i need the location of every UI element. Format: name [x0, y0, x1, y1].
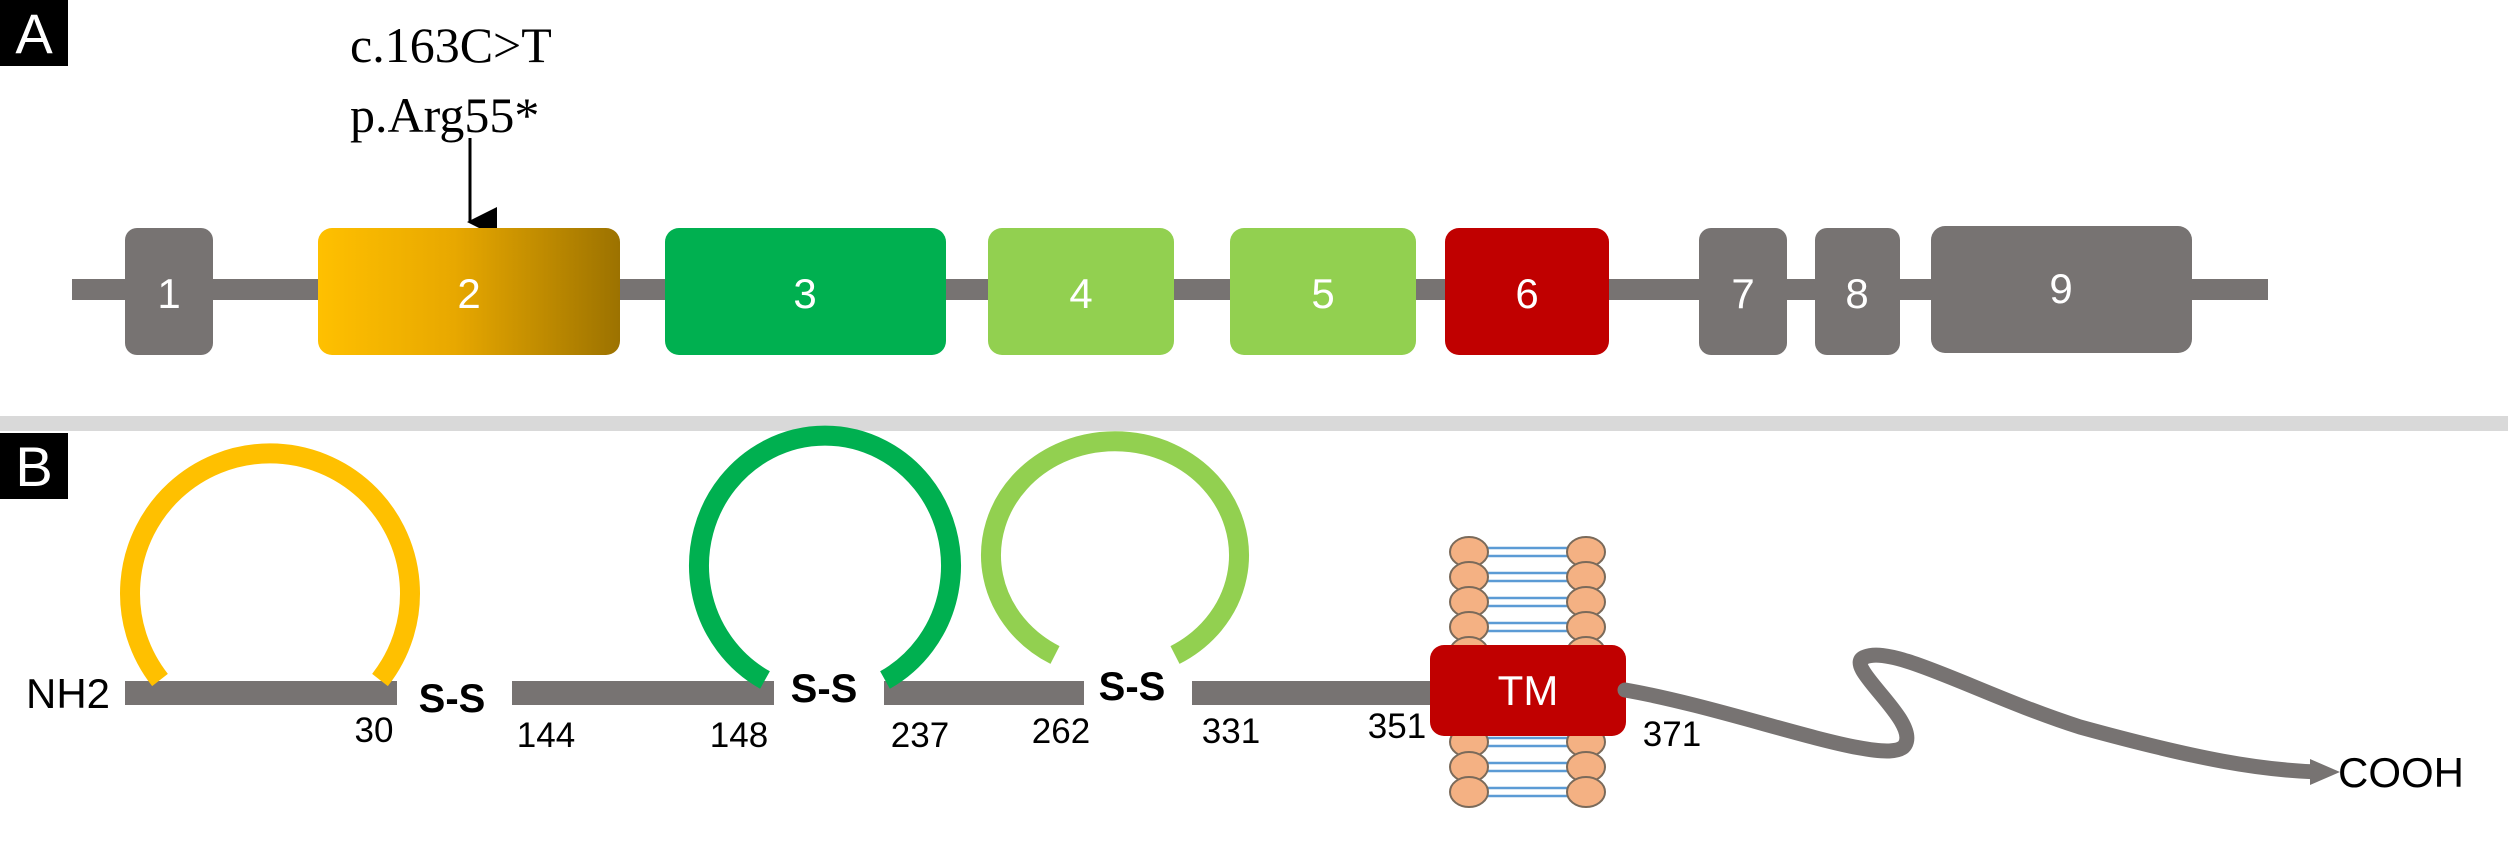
disulfide-loop-1: [120, 443, 420, 687]
exon-box: [1445, 228, 1609, 355]
exon-7: 7: [1699, 228, 1787, 355]
residue-label-237: 237: [891, 716, 949, 755]
exon-2: 2: [318, 228, 620, 355]
transmembrane-label: TM: [1498, 667, 1559, 714]
residue-label-331: 331: [1202, 712, 1260, 751]
exon-box: [1815, 228, 1900, 355]
exon-box: [318, 228, 620, 355]
residue-label-351: 351: [1368, 707, 1426, 746]
exon-8: 8: [1815, 228, 1900, 355]
ss-bond-label-2: S-S: [791, 667, 858, 711]
residue-label-262: 262: [1032, 712, 1090, 751]
disulfide-loop-2: [689, 425, 961, 689]
residue-label-144: 144: [517, 716, 575, 755]
disulfide-loop-3: [981, 431, 1249, 664]
protein-backbone-segment: [512, 681, 774, 705]
residue-label-371: 371: [1643, 715, 1701, 754]
residue-label-30: 30: [355, 711, 394, 750]
panel-divider: [0, 416, 2508, 431]
exon-3: 3: [665, 228, 946, 355]
mutation-protein-label: p.Arg55*: [350, 87, 539, 143]
exon-4: 4: [988, 228, 1174, 355]
exon-box: [1230, 228, 1416, 355]
exon-9: 9: [1931, 226, 2192, 353]
protein-backbone-segment: [125, 681, 397, 705]
protein-backbone-segment: [1192, 681, 1440, 705]
exon-5: 5: [1230, 228, 1416, 355]
ss-bond-label-1: S-S: [419, 677, 486, 721]
panel-b-badge: [0, 433, 68, 499]
exon-box: [1931, 226, 2192, 353]
panel-a-label: A: [15, 2, 53, 65]
lipid-heads-left: [1449, 536, 1489, 808]
exon-number: 5: [1311, 270, 1334, 317]
exon-number: 8: [1845, 270, 1868, 317]
exon-number: 4: [1069, 270, 1092, 317]
exon-number: 2: [457, 270, 480, 317]
exon-1: 1: [125, 228, 213, 355]
panel-a: A c.163C>T p.Arg55* 1 2 3 4 5 6: [0, 0, 2268, 355]
panel-b: B NH2 S-S S-S S-S 30 144 148 237 262 331…: [0, 425, 2464, 808]
exon-box: [1699, 228, 1787, 355]
exon-box: [988, 228, 1174, 355]
c-terminus-label: COOH: [2338, 749, 2464, 796]
mutation-cdna-label: c.163C>T: [350, 17, 552, 73]
exon-number: 9: [2049, 265, 2072, 312]
n-terminus-label: NH2: [26, 670, 110, 717]
exon-box: [665, 228, 946, 355]
panel-a-badge: [0, 0, 68, 66]
residue-label-148: 148: [710, 716, 768, 755]
cytoplasmic-tail: [1617, 647, 2326, 780]
exon-number: 7: [1731, 270, 1754, 317]
tail-arrowhead: [2310, 759, 2340, 785]
exon-6: 6: [1445, 228, 1609, 355]
exon-number: 6: [1515, 270, 1538, 317]
panel-b-label: B: [15, 435, 52, 498]
protein-backbone-segment: [884, 681, 1084, 705]
exon-number: 1: [157, 270, 180, 317]
transmembrane-domain: [1430, 645, 1626, 736]
exon-number: 3: [793, 270, 816, 317]
ss-bond-label-3: S-S: [1099, 665, 1166, 709]
exon-box: [125, 228, 213, 355]
